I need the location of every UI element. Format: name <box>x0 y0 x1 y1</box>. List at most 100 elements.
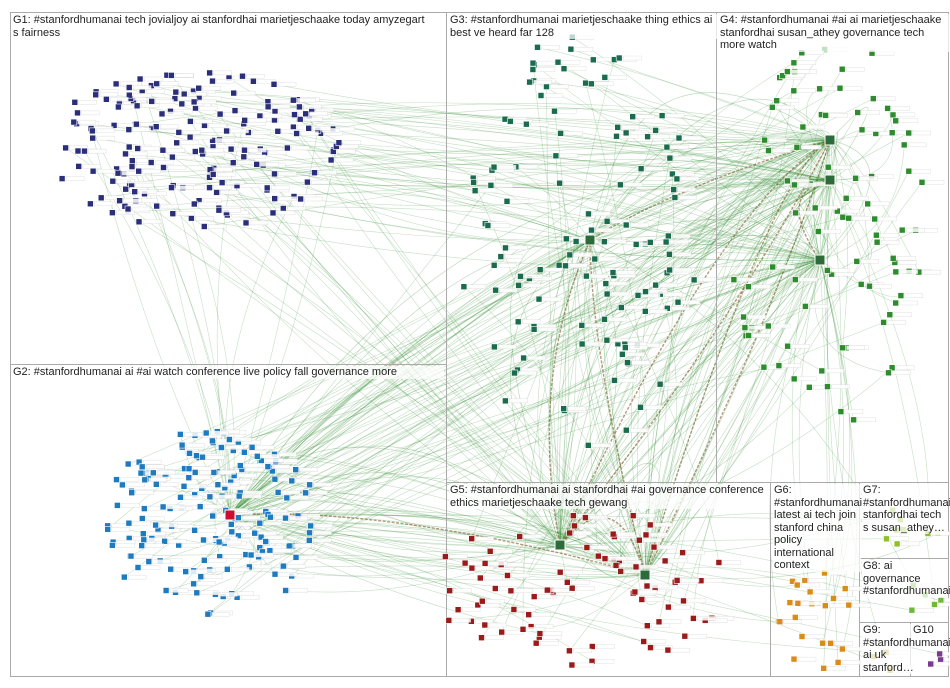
node-label-box <box>511 199 529 203</box>
node <box>567 252 573 258</box>
node-label-box <box>492 224 510 228</box>
node <box>272 171 278 177</box>
node-label-box <box>287 207 305 211</box>
node-label-box <box>520 165 538 169</box>
node-label-box <box>200 106 218 110</box>
node-label-box <box>617 532 635 536</box>
node <box>71 119 77 125</box>
node-label-box <box>673 252 691 256</box>
node <box>491 164 497 170</box>
node <box>909 607 915 613</box>
node-label-box <box>89 149 107 153</box>
node <box>846 602 852 608</box>
node-label-box <box>900 270 918 274</box>
node <box>777 619 783 625</box>
node <box>573 239 579 245</box>
node <box>821 665 827 671</box>
node-label-box <box>807 125 825 129</box>
group-label-g6: G6: #stanfordhumanai latest ai tech join… <box>773 484 861 572</box>
group-label-g2: G2: #stanfordhumanai ai #ai watch confer… <box>12 366 444 379</box>
node <box>163 588 169 594</box>
node <box>153 124 159 130</box>
node <box>800 124 806 130</box>
node <box>792 277 798 283</box>
node-label-box <box>799 615 817 619</box>
node-label-box <box>242 516 260 520</box>
node <box>622 345 628 351</box>
node <box>210 171 216 177</box>
node-label-box <box>913 169 931 173</box>
node <box>242 117 248 123</box>
node <box>187 118 193 124</box>
node-label-box <box>500 288 518 292</box>
node <box>667 267 673 273</box>
node <box>806 384 812 390</box>
node <box>802 303 808 309</box>
node-label-box <box>792 344 810 348</box>
node <box>644 623 650 629</box>
node <box>132 189 138 195</box>
node <box>304 179 310 185</box>
hub-node <box>555 540 565 550</box>
node <box>618 305 624 311</box>
node-label-box <box>830 113 848 117</box>
node-label-box <box>214 186 232 190</box>
node <box>533 640 539 646</box>
node-label-box <box>305 197 323 201</box>
node-label-box <box>218 471 236 475</box>
node <box>840 345 846 351</box>
node <box>595 553 601 559</box>
node <box>169 154 175 160</box>
node <box>825 384 831 390</box>
node <box>214 189 220 195</box>
node <box>159 111 165 117</box>
node <box>265 464 271 470</box>
node <box>530 67 536 73</box>
node-label-box <box>916 608 934 612</box>
node <box>173 89 179 95</box>
node <box>716 560 722 566</box>
node-label-box <box>624 183 642 187</box>
node <box>142 477 148 483</box>
node-label-box <box>272 465 290 469</box>
node <box>638 404 644 410</box>
node <box>812 205 818 211</box>
node <box>170 211 176 217</box>
node <box>160 147 166 153</box>
node <box>447 588 453 594</box>
node <box>675 299 681 305</box>
node <box>766 148 772 154</box>
node <box>664 144 670 150</box>
node <box>230 160 236 166</box>
node <box>162 538 168 544</box>
node <box>630 513 636 519</box>
node <box>523 121 529 127</box>
node <box>502 398 508 404</box>
node <box>665 604 671 610</box>
node-label-box <box>272 105 290 109</box>
node <box>249 444 255 450</box>
node <box>179 101 185 107</box>
node-label-box <box>926 180 944 184</box>
node-label-box <box>799 278 817 282</box>
node <box>564 579 570 585</box>
node <box>328 157 334 163</box>
node <box>901 142 907 148</box>
node-label-box <box>190 570 208 574</box>
node-label-box <box>543 635 561 639</box>
node <box>794 144 800 150</box>
node <box>795 600 801 606</box>
node-label-box <box>538 595 556 599</box>
node-label-box <box>838 596 856 600</box>
node-label-box <box>269 151 287 155</box>
node-label-box <box>313 538 331 542</box>
node <box>228 521 234 527</box>
node-label-box <box>279 452 297 456</box>
node <box>308 523 314 529</box>
node <box>126 85 132 91</box>
node-label-box <box>595 82 613 86</box>
node <box>839 646 845 652</box>
node <box>544 84 550 90</box>
node <box>838 409 844 415</box>
node-label-box <box>270 540 288 544</box>
